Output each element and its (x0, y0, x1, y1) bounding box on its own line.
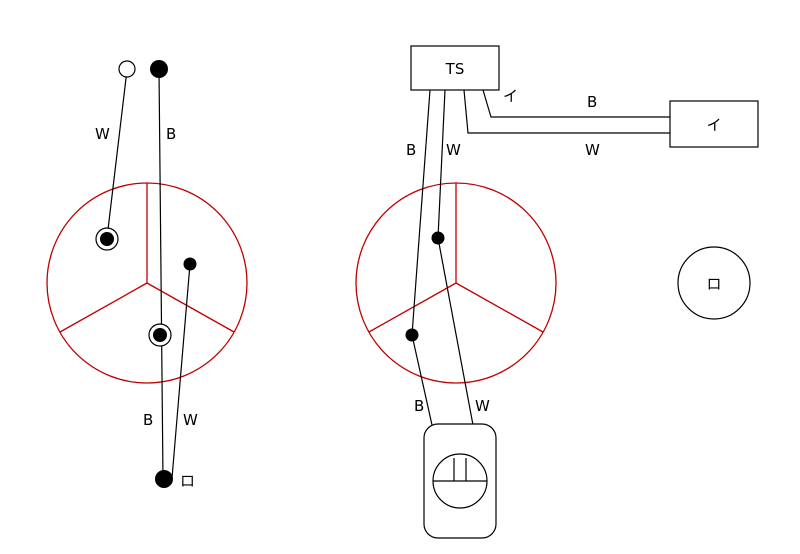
left-junction-divider-left (59, 282, 148, 333)
left-terminal-label: ロ (180, 472, 195, 490)
left-connector-dot-right (183, 257, 197, 271)
right-junction-divider-right (455, 282, 544, 333)
right-outlet-label-b: B (414, 397, 424, 415)
right-feed-label-w: W (585, 141, 600, 159)
right-feed-label-b: B (587, 93, 597, 111)
right-outlet-label-w: W (475, 397, 490, 415)
left-white-wire-bottom (171, 263, 191, 479)
right-circle-symbol (677, 246, 751, 320)
left-white-wire-top (106, 69, 128, 239)
right-junction-divider-left (368, 282, 457, 333)
right-riser-label-w: W (446, 141, 461, 159)
left-open-terminal (118, 60, 136, 78)
left-wire-label-top-w: W (95, 125, 110, 143)
left-wire-label-top-b: B (166, 125, 176, 143)
switch-tap-label: イ (503, 87, 518, 105)
lamp-box-label: イ (706, 116, 721, 134)
right-connector-dot-white (431, 231, 445, 245)
left-wire-label-bottom-w: W (183, 411, 198, 429)
left-filled-terminal-bottom (155, 470, 173, 488)
left-connector-dot-upper (100, 232, 114, 246)
left-black-wire (158, 68, 164, 480)
left-wiring-diagram: W B B W ロ (46, 60, 248, 490)
right-feed-wire-black (482, 89, 671, 118)
switch-box (410, 45, 500, 91)
right-circle-label: ロ (706, 275, 721, 293)
right-wiring-diagram: TS イ イ ロ B W B W B W (355, 45, 759, 539)
right-riser-label-b: B (406, 141, 416, 159)
right-feed-wire-white (463, 89, 671, 134)
left-connector-dot-lower (153, 328, 167, 342)
lamp-box (669, 100, 759, 148)
right-connector-dot-black (405, 328, 419, 342)
switch-label: TS (445, 60, 465, 78)
left-filled-terminal-top (150, 60, 168, 78)
left-wire-label-bottom-b: B (143, 411, 153, 429)
